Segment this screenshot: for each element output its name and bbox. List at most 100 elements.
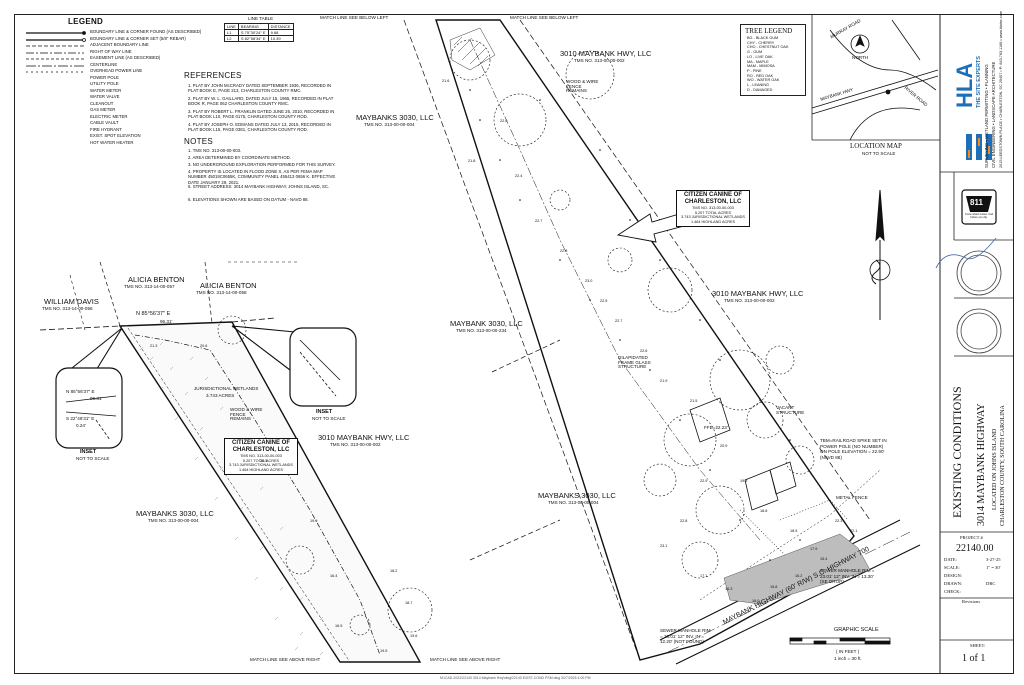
matchline-label: MATCH LINE SEE BELOW LEFT: [510, 15, 579, 20]
parcel-name: 3010 MAYBANK HWY, LLC: [712, 289, 804, 298]
spot-elevation: 22.4: [515, 174, 523, 178]
tree-legend-item: LO - LIVE OAK: [747, 54, 773, 59]
line-table-header: DISTANCE: [267, 23, 294, 30]
inset-frames: [55, 327, 357, 449]
callout-line: 3.743 JURISDICTIONAL WETLANDS: [681, 215, 745, 220]
callout-line: CHARLESTON, LLC: [232, 447, 290, 454]
parcel-name: 3010 MAYBANK HWY, LLC: [560, 49, 652, 58]
callout-line: CITIZEN CANINE OF: [232, 440, 290, 446]
call-811-number: 811: [970, 198, 983, 207]
line-table-cell: S 75°30'24" E: [237, 29, 269, 36]
spot-elevation: 22.7: [535, 219, 543, 223]
reference-item: 4. PLAT BY JOSEPH O. EDMANS DATED JULY 1…: [188, 122, 331, 133]
spot-elevation: 18.2: [390, 569, 398, 573]
sewer-note: SEWER MANHOLE RIM = 23.01' 12" INV. IN =…: [820, 568, 875, 584]
callout-line: CHARLESTON, LLC: [684, 199, 742, 206]
legend-item: FIRE HYDRANT: [90, 126, 122, 132]
callout-line: CITIZEN CANINE OF: [684, 192, 742, 198]
note-item: 5. STREET ADDRESS: 3014 MAYBANK HIGHWAY,…: [188, 184, 330, 189]
legend-item: EXIST. SPOT ELEVATION: [90, 133, 141, 138]
spot-elevation: 21.6: [442, 79, 450, 83]
spot-elevation: 16.0: [752, 599, 760, 603]
legend-item: EASEMENT LINE (AS DESCRIBED): [90, 55, 161, 60]
inset-bearing: S 22°46'31" E: [66, 416, 95, 421]
tree-legend-title: TREE LEGEND: [745, 27, 793, 35]
parcel-tms: TMS NO. 313-00-00-002: [574, 58, 625, 63]
spot-elevation: 20.9: [720, 444, 728, 448]
sheet-label: SHEET:: [970, 643, 986, 648]
spot-elevation: 19.9: [310, 519, 318, 523]
project-location: CHARLESTON COUNTY, SOUTH CAROLINA: [1000, 405, 1006, 526]
tree-legend-item: MA - MAPLE: [747, 59, 769, 64]
callout-line: TMS NO. 313-00-00-003: [240, 454, 282, 459]
inset-distance: 0.24': [76, 423, 86, 428]
sewer-note: SEWER MANHOLE RIM = 23.01' 12" INV. IN =…: [660, 628, 711, 644]
inset-title: INSET: [80, 449, 97, 455]
spot-elevation: 17.1: [700, 574, 708, 578]
spot-elevation: 22.8: [680, 519, 688, 523]
parcel-name: ALICIA BENTON: [200, 281, 257, 290]
inset-title: INSET: [316, 409, 333, 415]
spot-elevation: 22.5: [600, 299, 608, 303]
parcel-name: WILLIAM DAVIS: [44, 297, 99, 306]
tree-legend-item: BG - BLACK GUM: [747, 36, 779, 40]
project-location: LOCATED ON JOHNS ISLAND: [992, 428, 998, 510]
date-value: 3-27-25: [986, 557, 1001, 562]
drawn-value: DRC: [986, 581, 996, 586]
spot-elevation: 16.4: [330, 574, 338, 578]
benchmark-note: TBM=RAILROAD SPIKE SET IN POWER POLE (NO…: [820, 438, 887, 460]
reference-item: 3. PLAT BY ROBERT L. FRANKLIN DATED JUNE…: [188, 109, 335, 120]
legend-item: CENTERLINE: [90, 61, 118, 67]
spot-elevation: 23.0: [585, 279, 593, 283]
spot-elevation: 21.5: [690, 399, 698, 403]
parcel-tms: TMS NO. 313-00-00-002: [724, 298, 775, 303]
tree-legend-item: WO - WATER OAK: [747, 78, 780, 83]
north-distance-label: 96.31': [160, 319, 173, 324]
notes-title: NOTES: [184, 137, 214, 146]
legend-item: BOUNDARY LINE & CORNER FOUND (AS DESCRIB…: [90, 29, 202, 34]
tree-legend-item: MAM - MIMOSA: [747, 64, 775, 69]
parcel-tms: TMS NO. 313-14-00-056: [42, 306, 93, 311]
parcel-tms: TMS NO. 313-14-00-058: [196, 290, 247, 295]
parcel-name: ALICIA BENTON: [128, 275, 185, 284]
project-number-label: PROJECT #: [960, 535, 983, 540]
note-item: 1. TMS NO. 313-00-00-003.: [188, 148, 242, 153]
spot-elevation: 23.1: [660, 544, 668, 548]
check-label: CHECK:: [944, 589, 961, 594]
legend-item: ELECTRIC METER: [90, 113, 128, 119]
north-arrow-main: [869, 189, 891, 320]
parcel-tms: TMS NO. 313-00-00-004: [148, 518, 199, 523]
design-label: DESIGN:: [944, 573, 963, 578]
spot-elevation: 16.5: [335, 624, 343, 628]
tree-legend-item: G - GUM: [747, 50, 763, 55]
legend-item: OVERHEAD POWER LINE: [90, 68, 143, 73]
metal-fence-label: METAL FENCE: [836, 495, 868, 500]
firm-tagline: THE SITE EXPERTS: [976, 56, 982, 108]
parcel-tms: TMS NO. 313-00-00-004: [364, 122, 415, 127]
spot-elevation: 15.8: [770, 585, 778, 589]
sheet-number: 1 of 1: [962, 653, 986, 664]
spot-elevation: 18.7: [405, 601, 413, 605]
parcel-tms: TMS NO. 313-00-00-002: [330, 442, 381, 447]
firm-logo-text: HLA: [952, 62, 977, 108]
references-title: REFERENCES: [184, 71, 242, 80]
callout-line: TMS NO. 313-00-00-003: [692, 206, 734, 211]
tree-legend-item: D - DAMAGED: [747, 87, 773, 92]
location-map-subtitle: NOT TO SCALE: [862, 151, 896, 156]
drawing-sheet: [14, 14, 1014, 674]
tree-legend-item: P - PINE: [747, 68, 762, 73]
spot-elevation: 20.6: [200, 344, 208, 348]
location-map-north: NORTH: [852, 55, 869, 60]
spot-elevation: 18.5: [790, 529, 798, 533]
top-tree-cluster: [449, 27, 496, 71]
north-bearing-label: N 85°56'37" E: [136, 311, 171, 317]
spot-elevation: 19.6: [410, 634, 418, 638]
note-item: 2. AREA DETERMINED BY COORDINATE METHOD.: [188, 155, 291, 160]
wetlands-label: JURISDICTIONAL WETLANDS: [194, 386, 259, 391]
spot-elevation: 21.8: [468, 159, 476, 163]
date-label: DATE:: [944, 557, 958, 562]
legend-symbols: [26, 31, 86, 73]
legend-item: POWER POLE: [90, 74, 119, 80]
tree-legend-item: CHY - CHERRY: [747, 40, 775, 45]
